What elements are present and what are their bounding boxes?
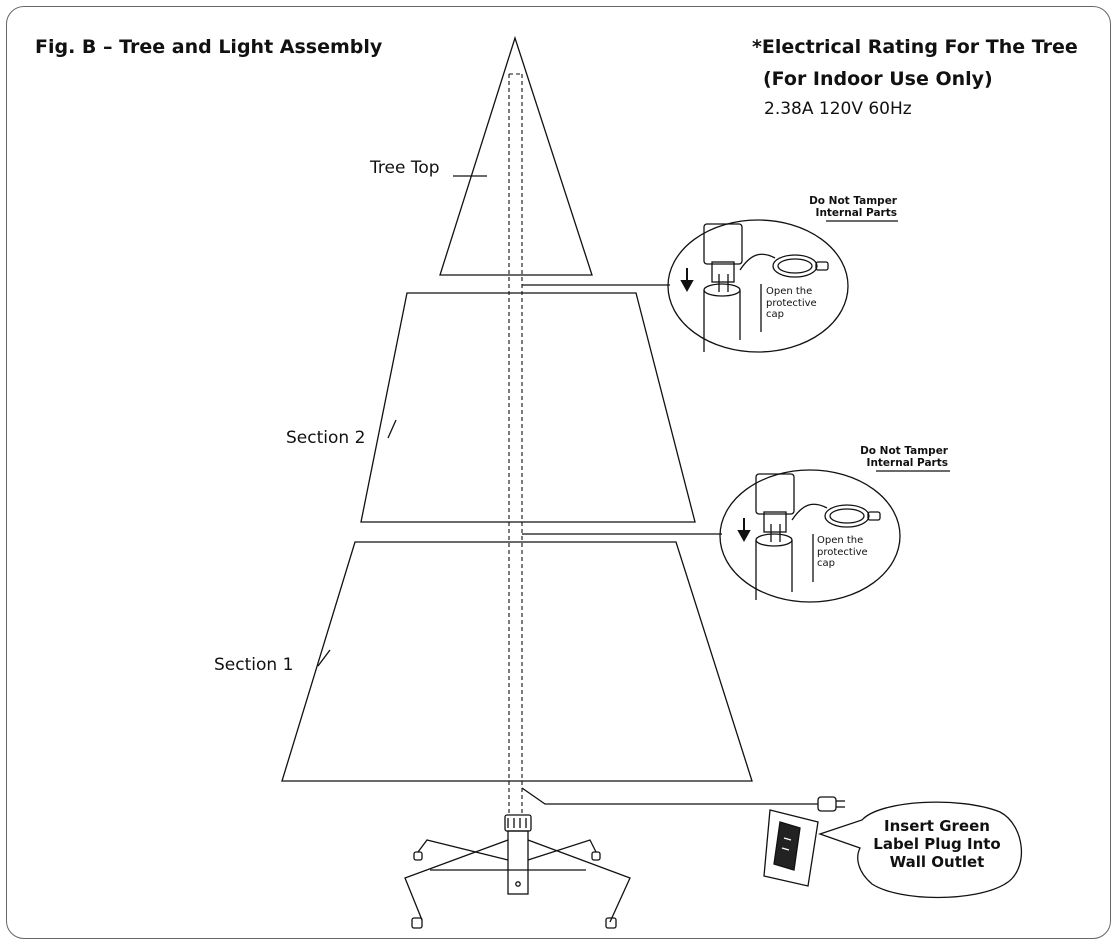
figure-frame bbox=[6, 6, 1111, 939]
section-1-shape bbox=[281, 541, 753, 782]
tree-top-shape bbox=[439, 35, 593, 276]
plug-callout-line1: Insert Green bbox=[884, 817, 990, 835]
wall-outlet-icon bbox=[763, 809, 819, 887]
section-2-pointer bbox=[387, 419, 397, 439]
connector-detail-top bbox=[667, 219, 849, 353]
warning-bottom-line2: Internal Parts bbox=[866, 457, 948, 469]
cord-line bbox=[521, 787, 818, 805]
cap-note-bottom: Open the protective cap bbox=[817, 535, 868, 570]
cap-note-bottom-line2: protective bbox=[817, 546, 868, 558]
figure-title: Fig. B – Tree and Light Assembly bbox=[35, 36, 383, 58]
warning-bottom: Do Not Tamper Internal Parts bbox=[818, 445, 948, 469]
section-2-label: Section 2 bbox=[286, 428, 366, 448]
tree-top-label: Tree Top bbox=[370, 158, 440, 178]
cap-note-bottom-line1: Open the bbox=[817, 535, 864, 546]
section-1-label: Section 1 bbox=[214, 655, 294, 675]
rating-heading: *Electrical Rating For The Tree bbox=[752, 36, 1078, 58]
plug-callout-text: Insert Green Label Plug Into Wall Outlet bbox=[862, 817, 1012, 871]
section-2-shape bbox=[360, 292, 696, 523]
rating-indoor-note: (For Indoor Use Only) bbox=[763, 68, 993, 90]
arrow-down-icon bbox=[737, 518, 751, 543]
connector-detail-bottom bbox=[719, 469, 901, 603]
cap-note-bottom-line3: cap bbox=[817, 558, 835, 569]
tree-stand bbox=[404, 814, 631, 929]
center-pole bbox=[508, 73, 523, 815]
cap-note-top-line3: cap bbox=[766, 309, 784, 320]
warning-top-line2: Internal Parts bbox=[815, 207, 897, 219]
section-1-pointer bbox=[317, 649, 331, 667]
arrow-down-icon bbox=[680, 268, 694, 293]
cap-note-top-line2: protective bbox=[766, 297, 817, 309]
rating-value: 2.38A 120V 60Hz bbox=[764, 99, 912, 119]
plug-callout-bubble bbox=[817, 801, 1023, 899]
plug-callout-line3: Wall Outlet bbox=[889, 853, 985, 871]
cap-note-top-line1: Open the bbox=[766, 286, 813, 297]
warning-top-line1: Do Not Tamper bbox=[809, 195, 897, 207]
plug-icon bbox=[817, 796, 845, 812]
warning-top: Do Not Tamper Internal Parts bbox=[770, 195, 897, 219]
cap-note-top: Open the protective cap bbox=[766, 286, 817, 321]
plug-callout-line2: Label Plug Into bbox=[873, 835, 1001, 853]
warning-bottom-line1: Do Not Tamper bbox=[860, 445, 948, 457]
